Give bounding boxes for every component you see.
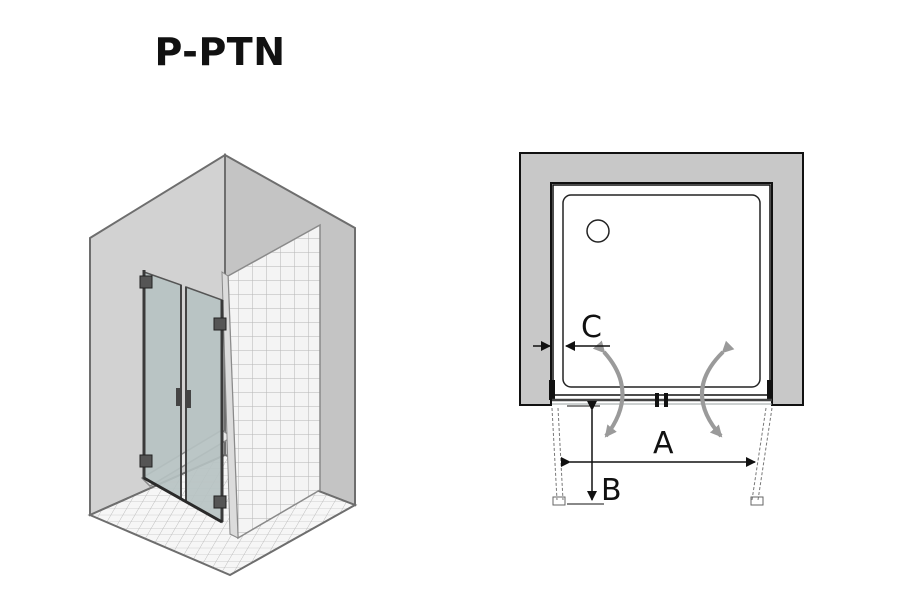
isometric-view [87,153,358,577]
plan-view: A B C [519,152,804,508]
model-title: P-PTN [154,30,286,74]
hinge-bottom-right [213,495,227,509]
handle-left [176,388,181,406]
swing-arrow-left [592,340,625,438]
tiled-wall-edge [221,271,239,539]
plan-walls [519,152,804,406]
swing-arrow-right [700,340,735,438]
dimension-b-label: B [601,473,622,508]
tiled-wall-front [227,223,321,540]
hinge-top-right [213,317,227,331]
dimension-c-label: C [581,310,602,345]
drain [586,219,610,243]
dimension-a-label: A [653,426,674,461]
handle-right [186,390,191,408]
hinge-top-left [139,275,153,289]
hinge-bottom-left [139,454,153,468]
plan-tray-inner [562,194,761,388]
